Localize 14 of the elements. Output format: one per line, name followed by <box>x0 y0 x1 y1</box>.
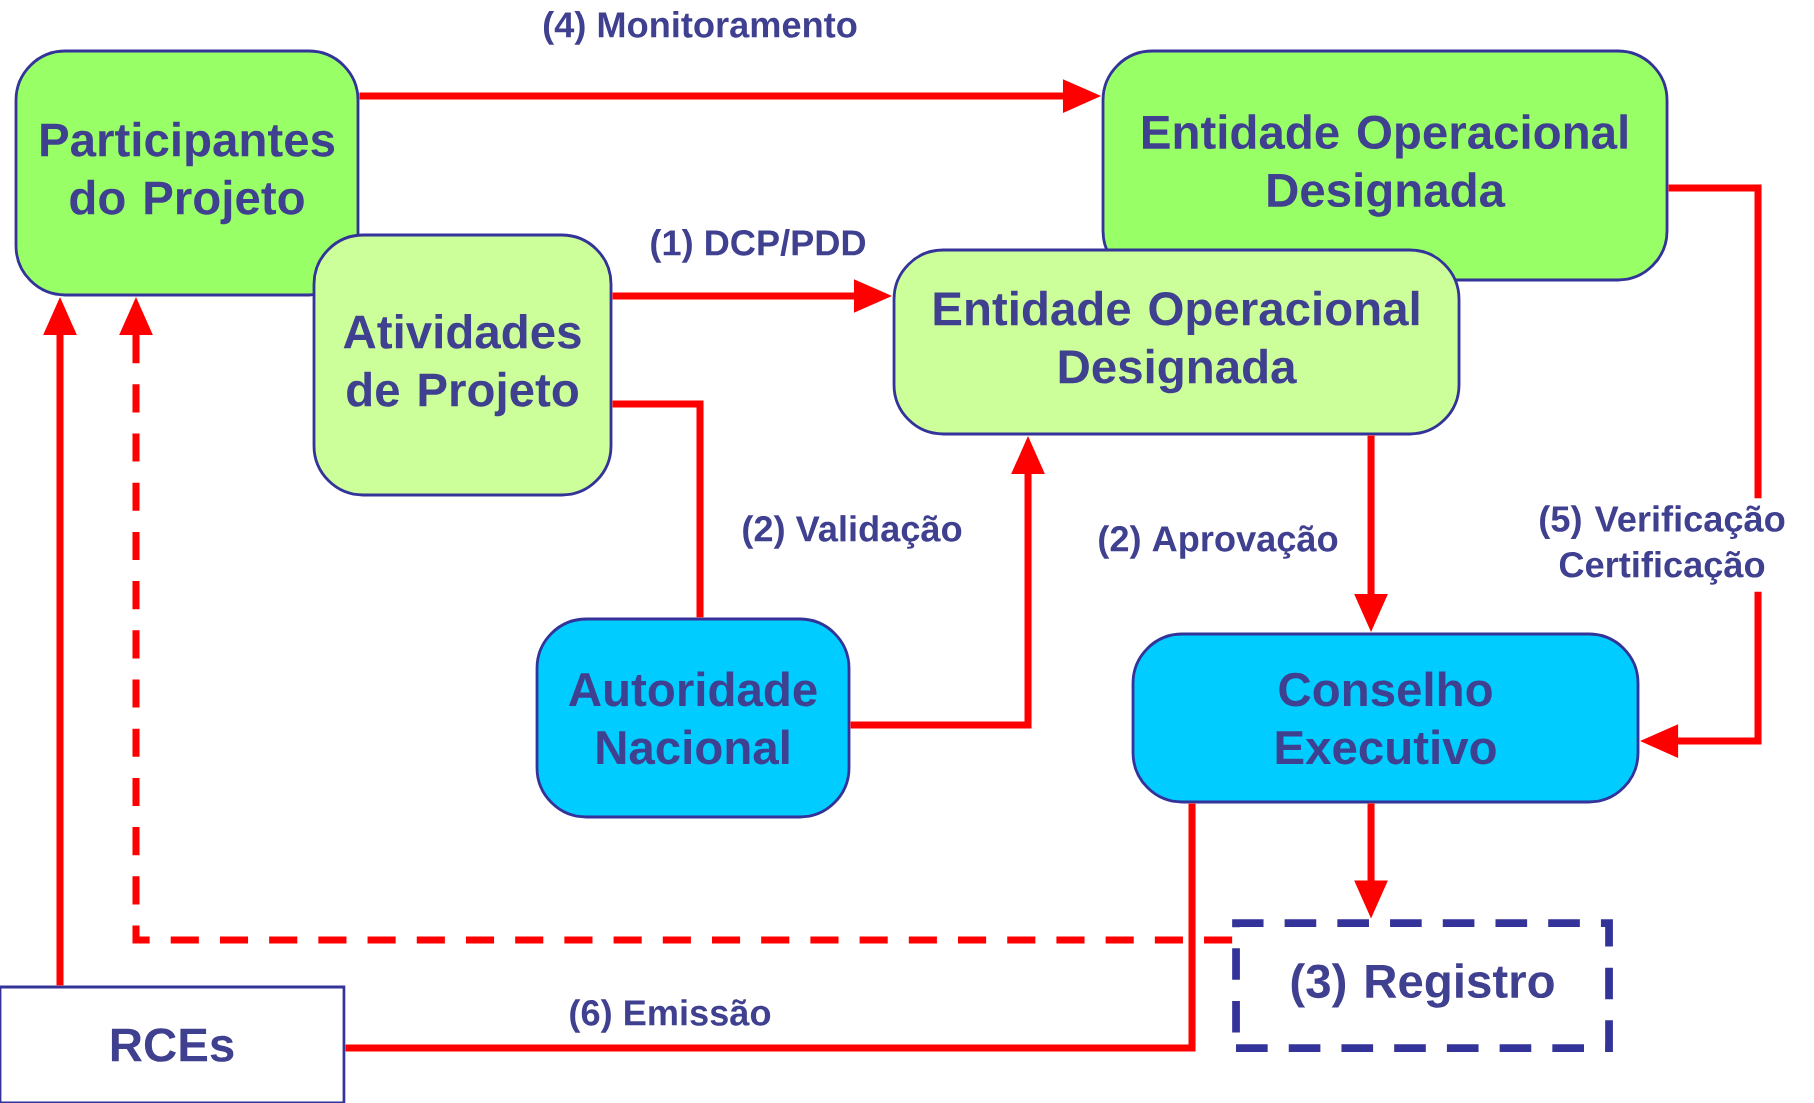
process-box: Conselho Executivo <box>1131 632 1640 804</box>
plain-box: RCEs <box>0 985 346 1103</box>
edge-label: (5) Verificação Certificação <box>1510 498 1814 592</box>
process-box: Entidade Operacional Designada <box>1101 49 1669 282</box>
edge-label: (6) Emissão <box>561 992 779 1040</box>
edge-label: (4) Monitoramento <box>535 4 865 52</box>
process-box: Participantes do Projeto <box>14 49 360 297</box>
process-box: Atividades de Projeto <box>312 233 613 497</box>
process-box: Entidade Operacional Designada <box>892 248 1461 436</box>
edge-label: (2) Validação <box>734 508 970 556</box>
edge-label: (1) DCP/PDD <box>642 222 874 270</box>
edge-label: (2) Aprovação <box>1090 518 1346 566</box>
dashed-box: (3) Registro <box>1232 919 1613 1052</box>
process-box: Autoridade Nacional <box>535 617 851 819</box>
